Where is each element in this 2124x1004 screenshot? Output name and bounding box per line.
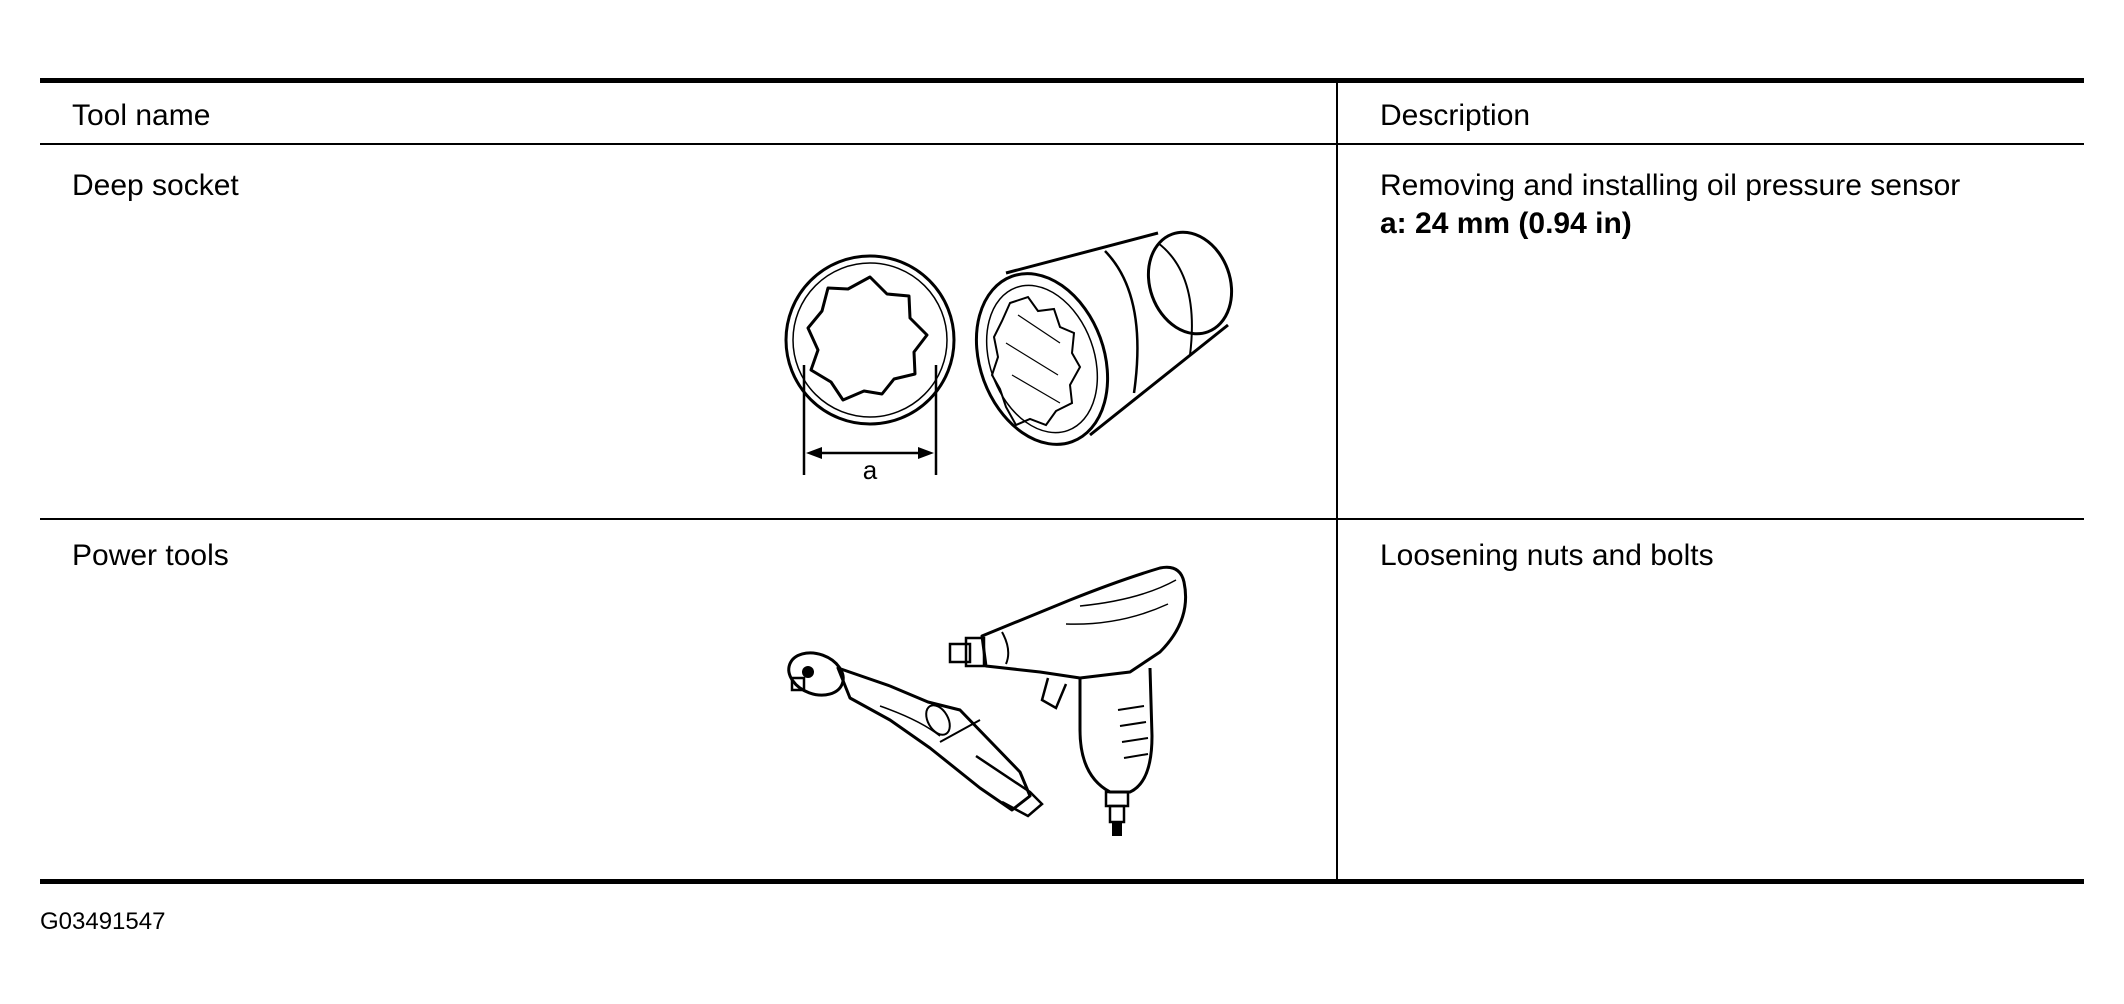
header-tool-name: Tool name	[72, 99, 211, 132]
impact-wrench-icon	[948, 565, 1188, 836]
dimension-label: a	[863, 455, 878, 485]
table-bottom-rule	[40, 879, 2084, 884]
header-divider	[40, 143, 2084, 145]
figure-id: G03491547	[40, 908, 166, 935]
row1-spec: a: 24 mm (0.94 in)	[1380, 207, 1632, 240]
row2-description: Loosening nuts and bolts	[1380, 539, 1714, 572]
header-description: Description	[1380, 99, 1531, 132]
row2-tool-name: Power tools	[72, 539, 229, 572]
row1-description: Removing and installing oil pressure sen…	[1380, 169, 1961, 202]
table-top-rule	[40, 78, 2084, 83]
row1-tool-name: Deep socket	[72, 169, 239, 202]
column-divider	[1336, 82, 1338, 880]
row-divider	[40, 518, 2084, 520]
deep-socket-icon: a	[784, 230, 1234, 485]
air-ratchet-icon	[787, 651, 1044, 818]
power-tools-icon	[787, 565, 1188, 836]
